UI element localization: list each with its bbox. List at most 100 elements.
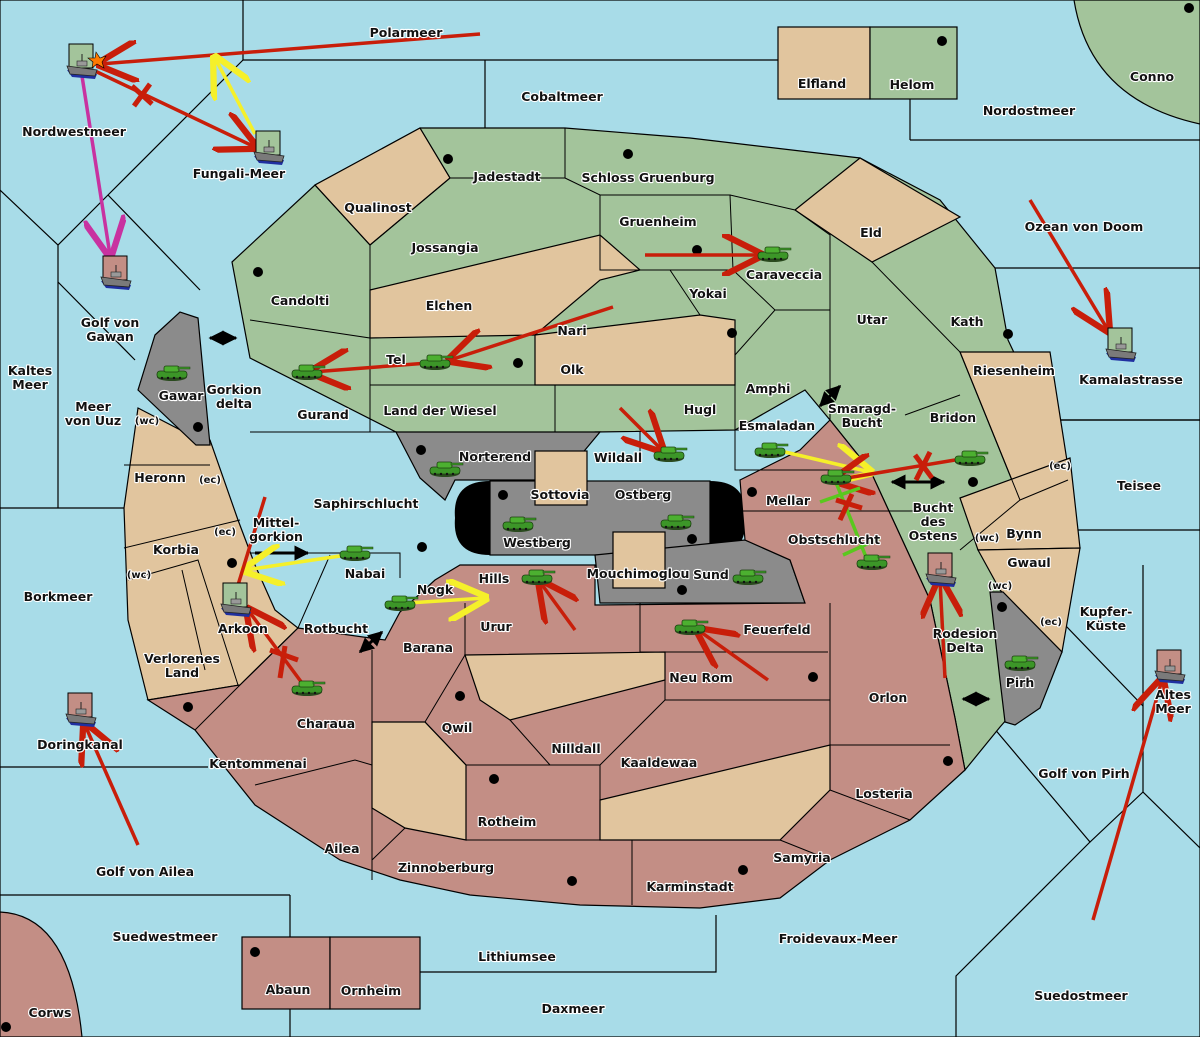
label-coast: (ec): [1040, 617, 1062, 628]
territory-eld: [793, 157, 962, 263]
label-gwaul: Gwaul: [1007, 555, 1050, 570]
label-hills: Hills: [479, 571, 510, 586]
label-feuerfeld: Feuerfeld: [743, 622, 810, 637]
label-nilldall: Nilldall: [551, 741, 600, 756]
order-move: [312, 363, 429, 372]
label-bridon: Bridon: [930, 410, 976, 425]
order-support: [407, 598, 485, 603]
label-samyria: Samyria: [773, 850, 831, 865]
label-riesenheim: Riesenheim: [973, 363, 1055, 378]
territory-norterend: [395, 431, 602, 501]
sea-labels: Polarmeer Cobaltmeer Nordostmeer Nordwes…: [7, 24, 1193, 1017]
label-coast: (ec): [199, 475, 221, 486]
label-nordwestmeer: Nordwestmeer: [22, 124, 127, 139]
failed-x-icon: [835, 492, 863, 522]
order-move: [698, 630, 770, 682]
label-korbia: Korbia: [153, 542, 199, 557]
label-kaaldewaa: Kaaldewaa: [621, 755, 698, 770]
label-eld: Eld: [860, 225, 882, 240]
label-conno: Conno: [1130, 69, 1175, 84]
label-candolti: Candolti: [271, 293, 330, 308]
label-barana: Barana: [403, 640, 453, 655]
label-elfland: Elfland: [798, 76, 846, 91]
label-smaragd-bucht: Smaragd-Bucht: [828, 401, 896, 430]
label-saphirschlucht: Saphirschlucht: [314, 496, 419, 511]
label-coast: (wc): [127, 570, 151, 581]
label-sund: Sund: [693, 567, 729, 582]
label-arkoon: Arkoon: [218, 621, 268, 636]
label-yokai: Yokai: [688, 286, 727, 301]
label-rotbucht: Rotbucht: [304, 621, 368, 636]
label-zinnoberburg: Zinnoberburg: [398, 860, 494, 875]
label-polarmeer: Polarmeer: [370, 25, 444, 40]
territory-skr: [534, 450, 588, 506]
label-heronn: Heronn: [134, 470, 186, 485]
double-arrow-icon: [818, 384, 842, 408]
label-coast: (ec): [1049, 461, 1071, 472]
territory-eun: [612, 531, 666, 589]
label-losteria: Losteria: [855, 786, 912, 801]
territory-labels: Elfland Helom Conno Jadestadt Schloss Gr…: [27, 68, 1175, 1021]
label-coast: (ec): [214, 527, 236, 538]
order-support: [245, 556, 341, 570]
order-move-failed: [94, 69, 255, 147]
continent: [123, 127, 1081, 909]
label-daxmeer: Daxmeer: [541, 1001, 605, 1016]
label-doringkanal: Doringkanal: [37, 737, 123, 752]
label-coast: (wc): [135, 416, 159, 427]
order-support: [215, 58, 257, 135]
order-move: [450, 305, 614, 360]
label-norterend: Norterend: [459, 449, 531, 464]
label-tel: Tel: [386, 352, 406, 367]
label-hugl: Hugl: [684, 402, 717, 417]
label-esmaladan: Esmaladan: [739, 418, 815, 433]
label-amphi: Amphi: [746, 381, 791, 396]
label-teisee: Teisee: [1117, 478, 1161, 493]
order-move: [100, 32, 481, 64]
order-convoy: [80, 75, 110, 255]
order-move: [540, 582, 575, 632]
order-move-failed: [248, 610, 304, 685]
double-arrow-icon: [358, 630, 384, 654]
label-froidevaux-meer: Froidevaux-Meer: [779, 931, 898, 946]
label-qualinost: Qualinost: [344, 200, 411, 215]
label-golf-von-pirh: Golf von Pirh: [1038, 766, 1129, 781]
label-golf-von-ailea: Golf von Ailea: [96, 864, 194, 879]
label-nordostmeer: Nordostmeer: [983, 103, 1076, 118]
label-elchen: Elchen: [426, 298, 473, 313]
orders: [80, 32, 1162, 921]
label-kentommenai: Kentommenai: [209, 756, 307, 771]
label-coast: (wc): [988, 581, 1012, 592]
order-move: [940, 580, 945, 679]
label-corws: Corws: [29, 1005, 72, 1020]
label-rotheim: Rotheim: [478, 814, 537, 829]
label-fungali-meer: Fungali-Meer: [193, 166, 286, 181]
order-move: [618, 406, 662, 450]
label-orlon: Orlon: [869, 690, 908, 705]
label-gawar: Gawar: [159, 388, 205, 403]
label-nabai: Nabai: [345, 566, 386, 581]
dislodged-icon: [87, 51, 107, 69]
west-impassable: [454, 481, 490, 555]
territory-ornheim: [329, 936, 421, 1010]
label-utar: Utar: [857, 312, 889, 327]
label-abaun: Abaun: [266, 982, 311, 997]
label-wildall: Wildall: [594, 450, 642, 465]
label-suedwestmeer: Suedwestmeer: [113, 929, 219, 944]
label-jossangia: Jossangia: [410, 240, 478, 255]
order-move: [1028, 199, 1108, 330]
label-karminstadt: Karminstadt: [646, 879, 733, 894]
label-land-der-wiesel: Land der Wiesel: [383, 403, 496, 418]
label-suedostmeer: Suedostmeer: [1034, 988, 1128, 1003]
label-gurand: Gurand: [297, 407, 349, 422]
label-ailea: Ailea: [324, 841, 359, 856]
failed-x-icon: [269, 645, 299, 679]
order-move: [236, 496, 267, 586]
label-obstschlucht: Obstschlucht: [788, 532, 880, 547]
